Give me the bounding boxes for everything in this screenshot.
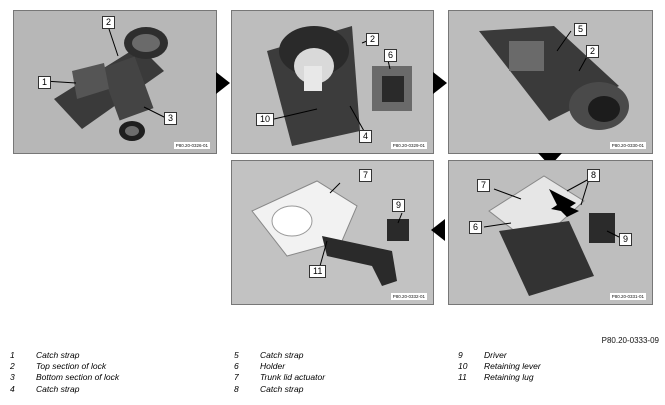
photo-panel-5: 7 9 11 P80.20-0332-01	[231, 160, 434, 305]
photo-panel-1: 1 2 3 P80.20-0326-01	[13, 10, 217, 154]
callout-6: 6	[469, 221, 483, 234]
panel-code: P80.20-0326-01	[173, 142, 210, 149]
photo-panel-3: 5 2 P80.20-0330-01	[448, 10, 653, 154]
callout-9: 9	[392, 199, 406, 212]
arrow-right-icon	[216, 72, 230, 94]
callout-5: 5	[574, 23, 588, 36]
callout-11: 11	[309, 265, 327, 278]
panel-code: P80.20-0329-01	[390, 142, 427, 149]
lock-assembly-photo-3	[449, 11, 652, 153]
callout-3: 3	[164, 112, 178, 125]
callout-7: 7	[477, 179, 491, 192]
lock-assembly-photo-2	[232, 11, 433, 153]
callout-2: 2	[102, 16, 116, 29]
figure-reference: P80.20-0333-09	[601, 336, 659, 345]
lock-assembly-photo-1	[14, 11, 216, 153]
trunk-lid-actuator-photo	[232, 161, 433, 304]
callout-1: 1	[38, 76, 52, 89]
arrow-left-icon	[431, 219, 445, 241]
callout-4: 4	[359, 130, 373, 143]
callout-7: 7	[359, 169, 373, 182]
panel-code: P80.20-0330-01	[609, 142, 646, 149]
callout-8: 8	[587, 169, 601, 182]
panel-code: P80.20-0332-01	[390, 293, 427, 300]
panel-code: P80.20-0331-01	[609, 293, 646, 300]
callout-10: 10	[256, 113, 275, 126]
callout-9: 9	[619, 233, 633, 246]
callout-2: 2	[366, 33, 380, 46]
photo-panel-2: 2 6 10 4 P80.20-0329-01	[231, 10, 434, 154]
callout-6: 6	[384, 49, 398, 62]
callout-2: 2	[586, 45, 600, 58]
arrow-right-icon	[433, 72, 447, 94]
photo-panel-4: 7 8 6 9 P80.20-0331-01	[448, 160, 653, 305]
